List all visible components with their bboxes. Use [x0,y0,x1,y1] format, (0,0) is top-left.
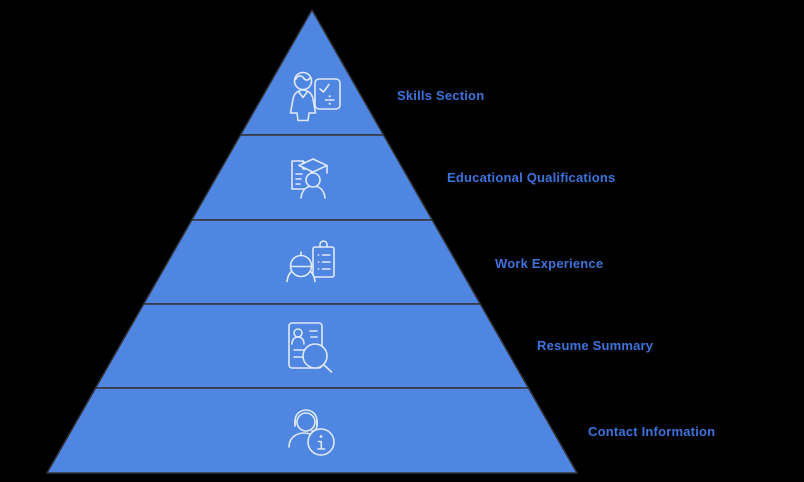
label-educational-qualifications: Educational Qualifications [447,170,616,185]
pyramid-level-3-shape [142,219,482,305]
label-contact-information: Contact Information [588,424,716,439]
contact-headset-info-icon [288,409,335,456]
label-skills-section: Skills Section [397,88,485,103]
education-graduation-icon [291,158,328,199]
label-resume-summary: Resume Summary [537,338,654,353]
label-work-experience: Work Experience [495,256,604,271]
skills-presentation-icon [289,71,341,122]
resume-magnifier-icon [288,322,333,373]
worker-helmet-clipboard-icon [286,240,335,283]
pyramid-level-1-shape [239,9,385,136]
